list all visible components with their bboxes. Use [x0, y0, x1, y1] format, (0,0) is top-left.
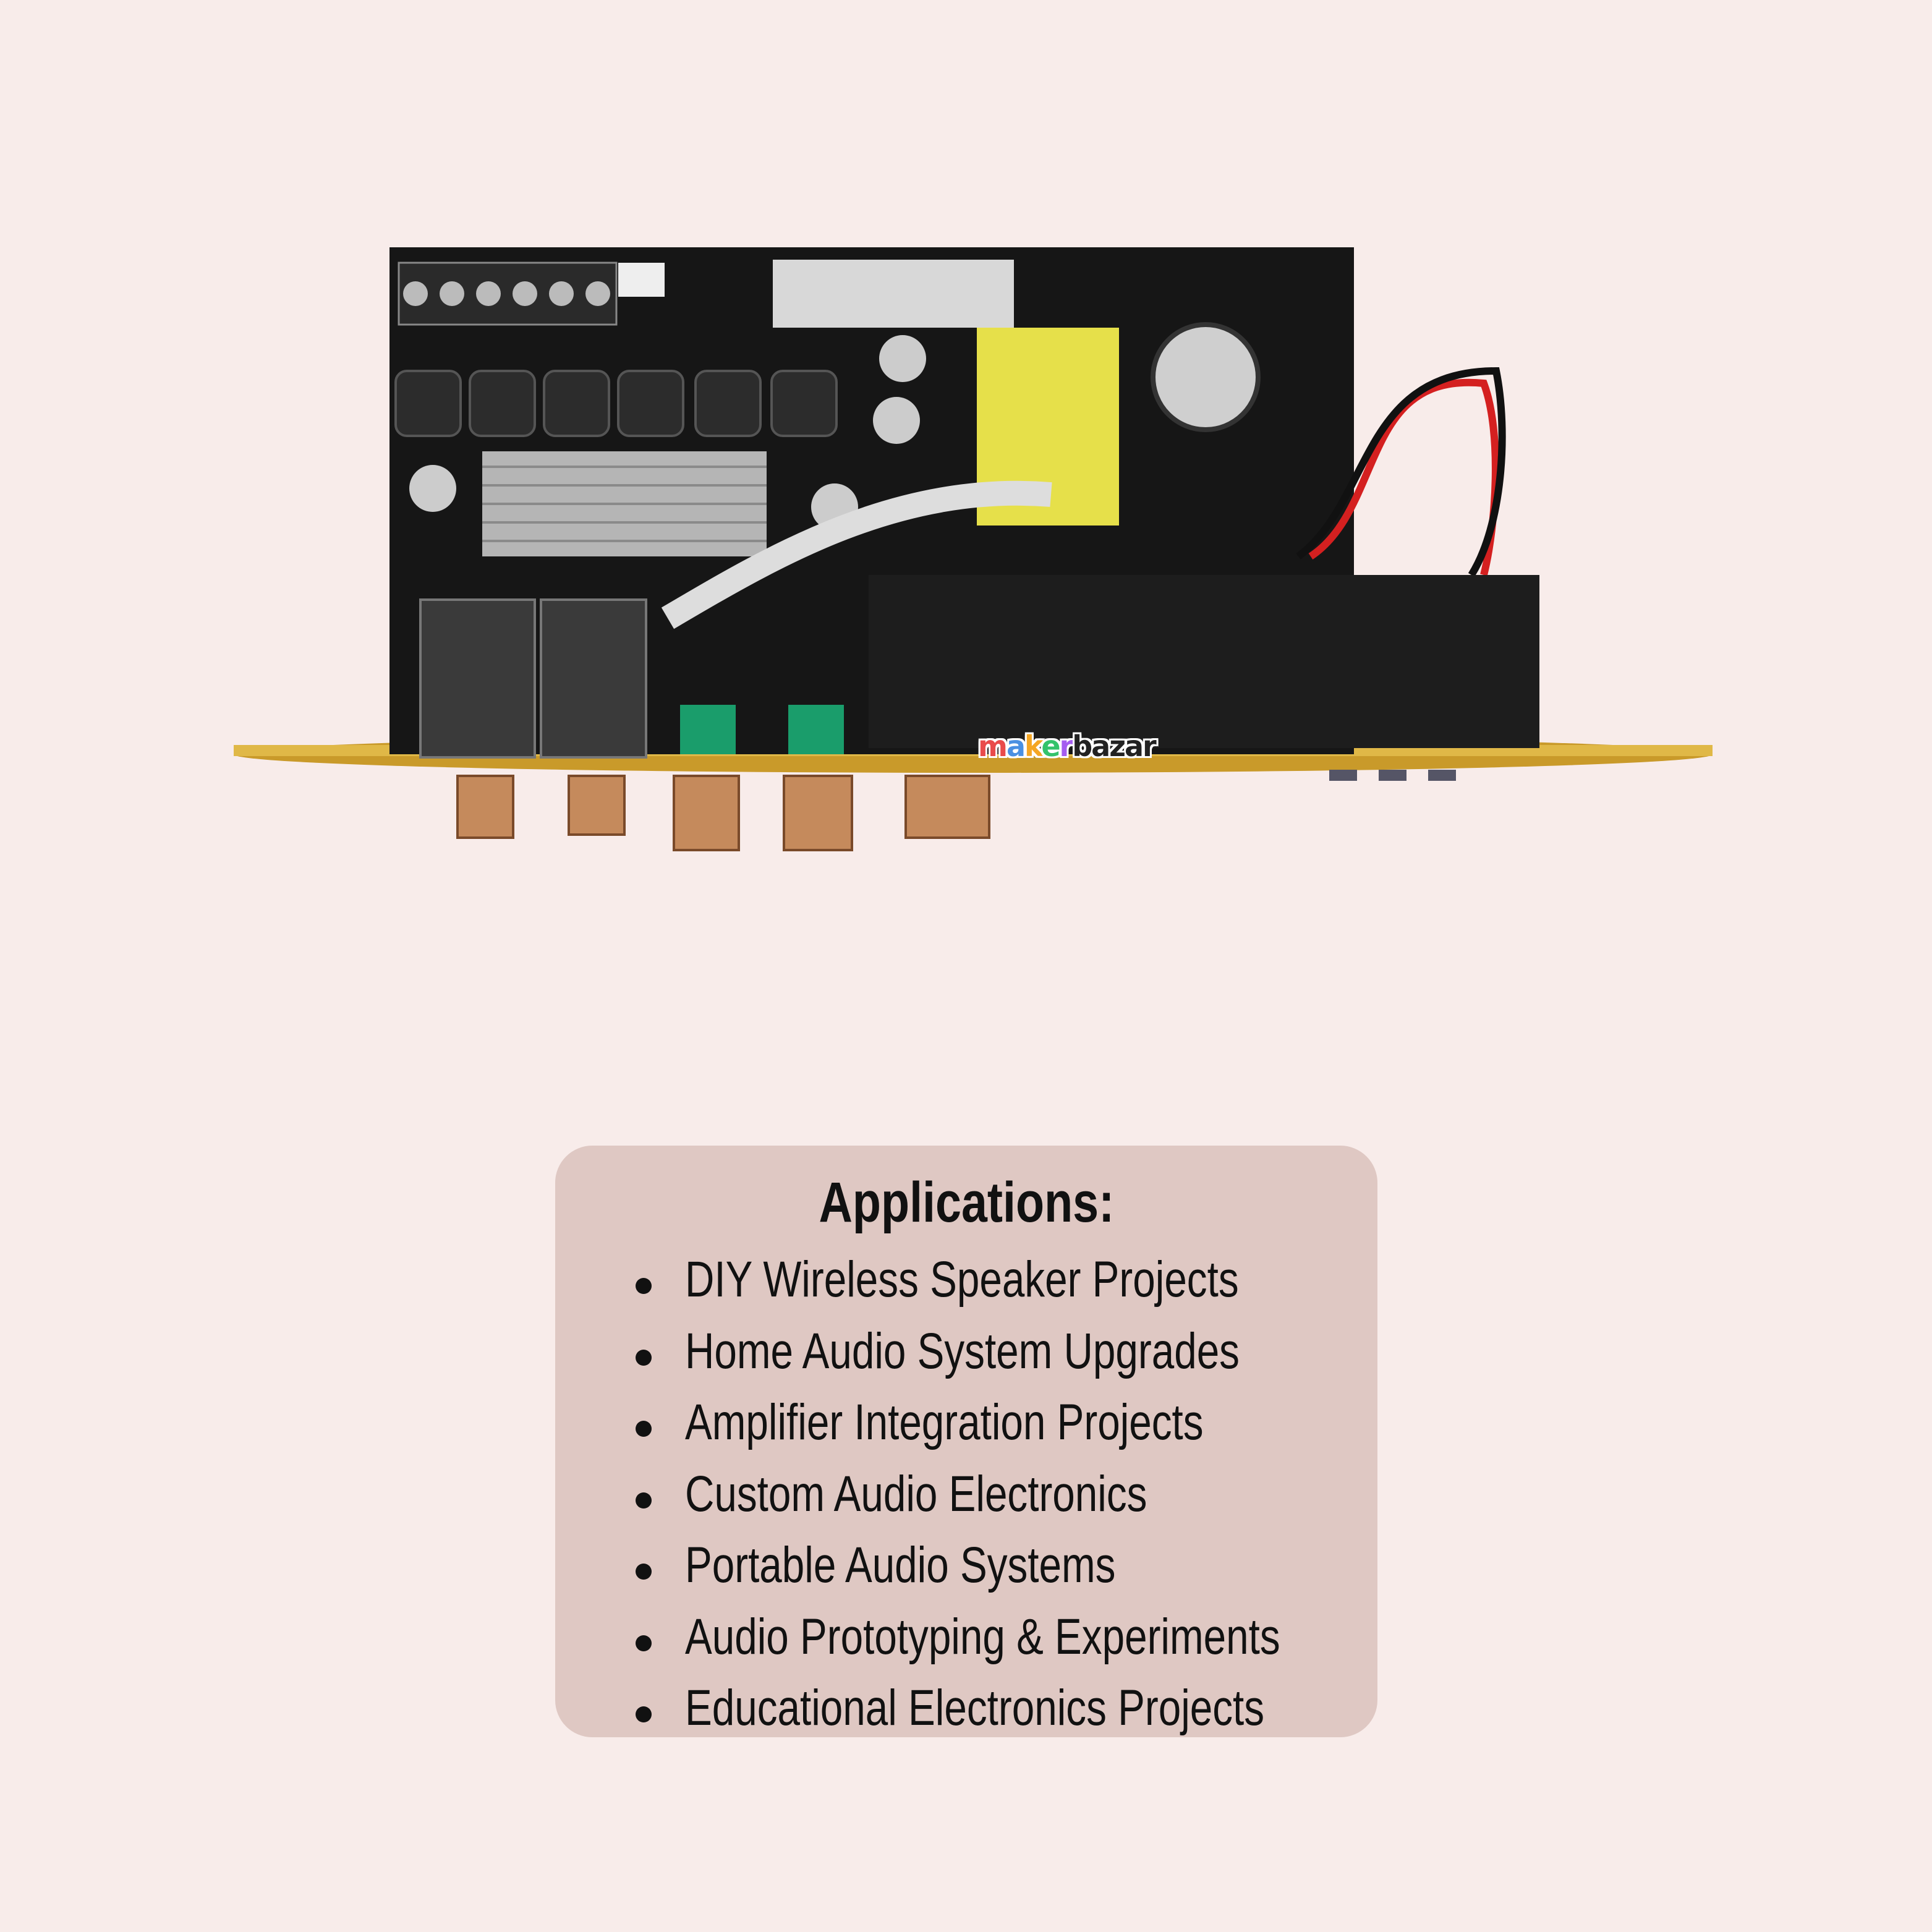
- bullet-icon: [636, 1564, 652, 1580]
- amplifier-board-photo: [234, 247, 1713, 851]
- bullet-icon: [636, 1349, 652, 1366]
- bullet-icon: [636, 1278, 652, 1294]
- applications-panel: Applications: DIY Wireless Speaker Proje…: [555, 1146, 1377, 1737]
- applications-title: Applications:: [819, 1171, 1114, 1234]
- bullet-icon: [636, 1421, 652, 1437]
- bullet-icon: [636, 1706, 652, 1722]
- bullet-icon: [636, 1635, 652, 1651]
- bullet-icon: [636, 1492, 652, 1509]
- control-board: [869, 575, 1539, 748]
- makerbazar-logo: makerbazar: [978, 730, 1157, 763]
